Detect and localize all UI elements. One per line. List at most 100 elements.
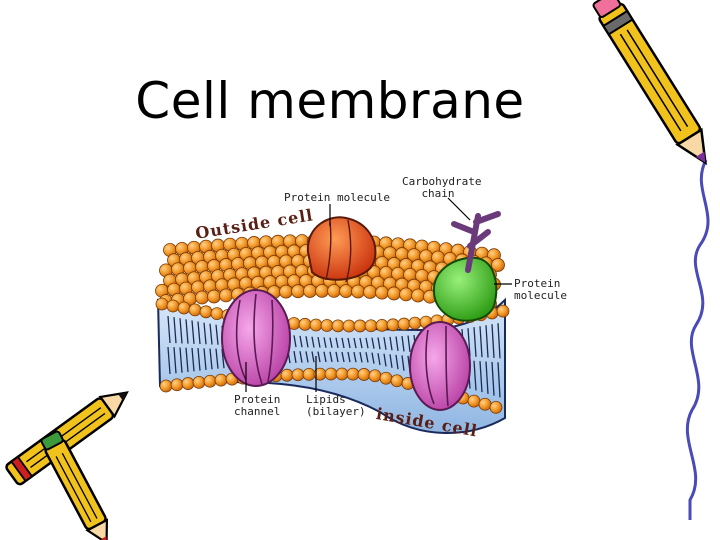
lipid-tail [389,354,393,368]
lipid-tail [401,355,405,371]
phospholipid-head [467,394,481,408]
lipid-tail [209,323,213,345]
label-lipids-line2: (bilayer) [306,405,366,418]
phospholipid-head [353,319,367,333]
phospholipid-head [181,377,195,390]
lipid-tail [359,352,363,363]
label-protein-channel: Protein channel [234,394,280,418]
lipid-tail [191,320,195,344]
lipid-tail [347,337,351,349]
phospholipid-head [397,317,411,331]
lipid-tail [329,351,333,363]
phospholipid-head [280,368,294,382]
lipid-tail [329,337,333,348]
lipid-tail [203,348,207,371]
protein-channel-right-icon [409,321,471,411]
label-protein-molecule-right: Protein molecule [514,278,567,302]
lipid-tail [371,337,375,349]
lipid-tail [311,336,315,348]
phospholipid-head [411,288,425,303]
phospholipid-head [478,397,492,411]
protein-channel-left-icon [221,289,291,387]
phospholipid-head [210,307,224,321]
lipid-tail [347,351,351,363]
phospholipid-head [203,374,217,388]
label-protein-channel-line2: channel [234,405,281,418]
lipid-tail [197,348,201,371]
lipid-tail [407,335,411,352]
phospholipid-head [342,319,356,333]
lipid-tail [467,328,471,357]
lipid-tail [401,335,405,352]
pencil-top-right-icon [592,0,707,166]
lipid-tail [215,348,219,369]
squiggle-border [685,159,710,520]
phospholipid-head [320,319,334,332]
leader-lines [245,197,512,392]
lipid-tail [497,323,501,359]
lipid-tail [191,347,195,372]
lipid-tail [479,361,483,393]
lipid-tail [383,337,387,350]
phospholipid-head [327,283,341,298]
label-lipids: Lipids (bilayer) [306,394,366,418]
phospholipid-head [303,284,317,298]
lipid-tail [395,354,399,370]
lipid-tail [305,336,309,348]
phospholipid-head [408,316,422,330]
phospholipid-head [159,379,173,393]
phospholipid-head [387,286,401,301]
lipid-tail [305,351,309,363]
phospholipid-head [489,401,503,414]
phospholipid-head [375,285,389,300]
protein-molecule-right-icon [432,256,498,322]
lipid-tail [395,336,399,351]
lipid-tail [185,347,189,373]
lipid-tail [353,351,357,363]
phospholipid-head [291,284,305,299]
carbohydrate-chain-icon [451,211,501,273]
phospholipid-head [199,305,213,319]
phospholipid-head [291,368,305,382]
lipid-tail [341,351,345,363]
phospholipid-head [491,258,505,272]
lipid-tail [167,315,171,344]
lipid-tail [485,325,489,358]
label-protein-channel-line1: Protein [234,393,281,406]
phospholipid-head [170,378,184,392]
lipid-tail [377,353,381,366]
lipid-tail [383,353,387,367]
label-protein-right-line2: molecule [514,289,567,302]
phospholipid-head [188,303,202,317]
lipid-tail [209,348,213,370]
lipid-tail [203,322,207,345]
label-carbohydrate-line2: chain [421,187,455,200]
lipid-tail [491,324,495,358]
lipid-tail [299,335,303,348]
phospholipid-head [315,283,329,298]
phospholipid-head [214,373,228,387]
lipid-tail [479,326,483,358]
lipid-tail [185,319,189,344]
lipid-tail [317,351,321,363]
label-carbohydrate-chain: Carbohydrate chain [402,175,482,200]
phospholipid-head [386,318,400,332]
phospholipid-head [207,289,221,304]
phospholipid-head [351,284,365,299]
lipid-tail [473,327,477,357]
lipid-tail [221,348,225,369]
lipid-tail [341,337,345,349]
lipid-tail [167,346,171,375]
label-carbohydrate-line1: Carbohydrate [402,175,482,188]
phospholipid-head [177,301,191,315]
phospholipid-head [496,304,510,318]
lipid-tail [323,351,327,363]
phospholipid-head [309,318,323,332]
phospholipid-head [364,319,378,333]
lipid-tail [293,335,297,348]
lipid-tail [317,336,321,348]
phospholipid-head [192,375,206,389]
lipid-tail [389,336,393,351]
lipid-tail [179,347,183,373]
phospholipid-head [339,284,353,299]
